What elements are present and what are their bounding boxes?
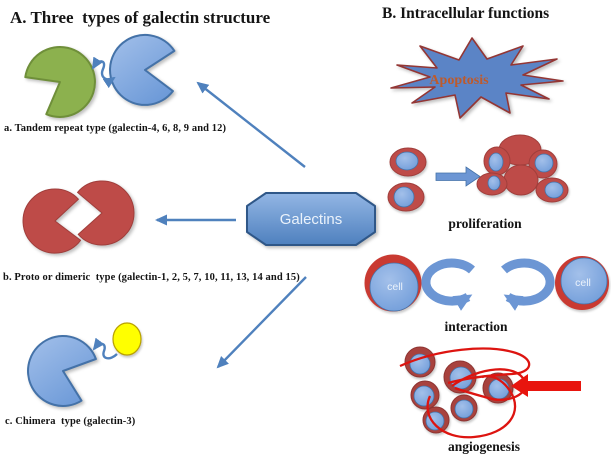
chimera-n-terminal-circle <box>112 322 142 356</box>
vessel-curve <box>426 375 517 439</box>
galectins-octagon <box>246 192 376 246</box>
cell-nucleus <box>395 151 419 171</box>
cell-nucleus <box>369 262 419 312</box>
interaction-curved-arrow-right <box>501 258 555 311</box>
apoptosis-label: Apoptosis <box>429 73 489 88</box>
angiogenesis-cell-cluster <box>404 346 514 434</box>
tandem-repeat-figure: a. Tandem repeat type (galectin-4, 6, 8,… <box>4 33 226 134</box>
tandem-repeat-label: a. Tandem repeat type (galectin-4, 6, 8,… <box>4 123 226 134</box>
galectins-title: Galectins <box>280 211 343 228</box>
proliferation-label: proliferation <box>448 216 522 231</box>
red-pacman-right-shape <box>77 180 135 246</box>
left-cell-label: cell <box>387 281 403 293</box>
cell-nucleus <box>534 153 554 173</box>
cell-nucleus <box>488 152 504 172</box>
chimera-figure: c. Chimera type (galectin-3) <box>5 322 142 427</box>
cell-nucleus <box>454 399 474 419</box>
interaction-right-cell: cell <box>555 256 609 310</box>
chimera-pacman-shape <box>27 335 97 407</box>
proliferation-source-cells <box>387 147 427 212</box>
angiogenesis-figure: angiogenesis <box>399 346 581 454</box>
interaction-figure: cell cell interaction <box>364 254 609 334</box>
red-pacman-left-shape <box>22 188 82 254</box>
green-crd-pacman-shape <box>24 46 96 118</box>
tandem-linker-connector <box>91 56 116 89</box>
chimera-linker-connector <box>92 337 118 360</box>
arrow-to-tandem <box>196 81 306 168</box>
proto-dimeric-figure: b. Proto or dimeric type (galectin-1, 2,… <box>3 180 300 283</box>
cell-nucleus <box>413 385 435 407</box>
angiogenesis-label: angiogenesis <box>448 439 520 454</box>
vessel-curve <box>451 368 527 401</box>
apoptosis-figure: Apoptosis <box>390 37 564 119</box>
cell-nucleus <box>488 378 510 400</box>
cell-nucleus <box>560 257 608 305</box>
blue-crd-pacman-shape <box>109 33 176 106</box>
section-b-heading: B. Intracellular functions <box>382 5 549 22</box>
arrow-to-chimera <box>216 276 307 369</box>
interaction-left-cell: cell <box>364 254 422 312</box>
proliferation-block-arrow <box>435 166 481 187</box>
apoptosis-starburst <box>390 37 564 119</box>
cell-nucleus <box>544 181 564 199</box>
proto-dimeric-label: b. Proto or dimeric type (galectin-1, 2,… <box>3 272 300 283</box>
proliferation-cluster <box>476 134 569 203</box>
chimera-label: c. Chimera type (galectin-3) <box>5 416 136 427</box>
cell-body <box>503 164 539 196</box>
cell-nucleus <box>393 186 415 208</box>
interaction-curved-arrow-left <box>421 258 475 311</box>
right-cell-label: cell <box>575 277 591 289</box>
angiogenesis-red-arrow <box>511 374 581 397</box>
cell-nucleus <box>487 175 501 191</box>
proliferation-figure: proliferation <box>387 134 569 231</box>
section-a-heading: A. Three types of galectin structure <box>10 8 271 27</box>
interaction-label: interaction <box>445 319 508 334</box>
blood-vessel-lines <box>399 347 531 439</box>
galectins-node: Galectins <box>246 192 376 246</box>
